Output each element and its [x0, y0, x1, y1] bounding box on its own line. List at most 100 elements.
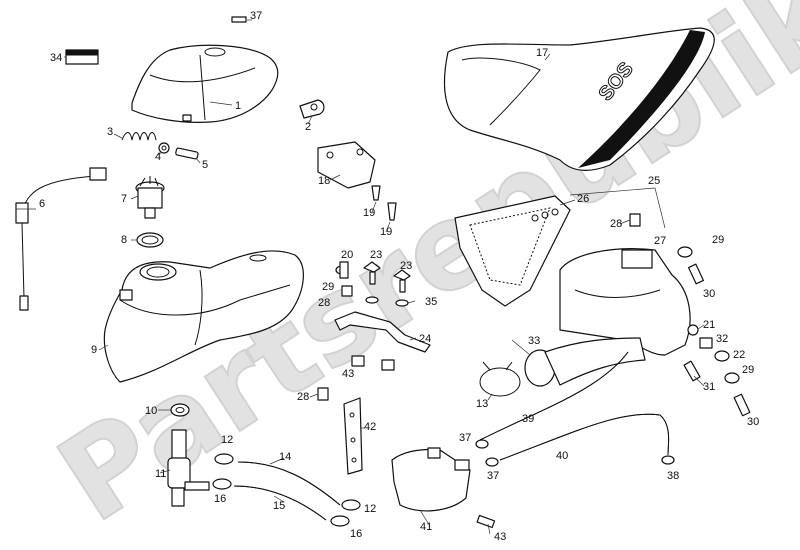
label-29c: 29 — [742, 364, 754, 376]
label-8: 8 — [121, 234, 127, 246]
label-40: 41 — [420, 521, 432, 533]
label-21: 21 — [703, 319, 715, 331]
label-24: 24 — [419, 333, 431, 345]
label-41: 42 — [364, 421, 376, 433]
cap-gasket-drawing — [136, 232, 164, 248]
washer-29a-drawing — [677, 246, 693, 258]
label-39: 40 — [556, 450, 568, 462]
label-19a: 19 — [363, 207, 375, 219]
label-34: 34 — [50, 52, 62, 64]
label-26: 26 — [577, 193, 589, 205]
bolt-30b-drawing — [733, 393, 751, 417]
label-12a: 12 — [221, 434, 233, 446]
spring-drawing — [121, 132, 157, 141]
clip-43a-drawing — [351, 355, 365, 367]
bolt-30a-drawing — [687, 263, 705, 285]
screw-19a-drawing — [371, 185, 381, 201]
label-20: 20 — [341, 249, 353, 261]
clamp-16b-drawing — [330, 515, 350, 527]
tank-cover-drawing — [131, 44, 279, 123]
seat-drawing: SOS — [443, 27, 715, 172]
label-30b: 30 — [747, 416, 759, 428]
label-16b: 16 — [350, 528, 362, 540]
leader-lines — [16, 19, 705, 535]
level-sensor-cable-drawing — [15, 167, 107, 311]
grommet-10-drawing — [170, 403, 190, 417]
washer-29c-drawing — [724, 372, 740, 384]
hose-15-drawing — [233, 485, 327, 521]
strap-41-drawing — [343, 397, 363, 475]
air-filter-element-drawing — [454, 195, 571, 307]
screw-31-drawing — [683, 360, 701, 382]
clamp-12a-drawing — [214, 453, 234, 465]
fuel-tank-drawing — [103, 250, 304, 383]
label-13: 13 — [476, 398, 488, 410]
label-11: 11 — [155, 468, 166, 480]
label-37b: 37 — [487, 470, 499, 482]
label-28b: 28 — [318, 297, 330, 309]
leader-25-27 — [569, 187, 666, 229]
grommet-21-drawing — [687, 324, 699, 336]
hose-38-drawing — [479, 351, 629, 441]
label-36: 37 — [250, 10, 262, 22]
bracket-24-drawing — [334, 311, 431, 353]
wing-screw-23a-drawing — [363, 261, 381, 285]
label-31: 31 — [703, 381, 715, 393]
valve-body-40-drawing — [391, 447, 471, 512]
clamp-16a-drawing — [212, 478, 232, 490]
fuel-tap-drawing — [167, 429, 210, 507]
clip-28c-drawing — [317, 387, 329, 401]
label-37a: 37 — [459, 432, 471, 444]
clip-36-drawing — [231, 16, 247, 23]
label-6: 6 — [39, 198, 45, 210]
label-38: 39 — [522, 413, 534, 425]
label-23b: 23 — [400, 260, 412, 272]
clamp-37b-drawing — [485, 457, 499, 467]
wing-screw-23b-drawing — [393, 269, 411, 293]
label-16a: 16 — [214, 493, 226, 505]
ring-clamp-13-drawing — [479, 361, 521, 397]
label-5: 5 — [202, 159, 208, 171]
label-19b: 19 — [380, 226, 392, 238]
label-14: 14 — [279, 451, 291, 463]
label-33: 33 — [528, 335, 540, 347]
label-28c: 28 — [297, 391, 309, 403]
label-32: 32 — [716, 333, 728, 345]
screw-19b-drawing — [387, 202, 397, 221]
screw-42-drawing — [476, 514, 496, 529]
intake-duct-drawing — [524, 337, 646, 387]
sticker-decal-drawing — [65, 49, 99, 65]
label-12b: 12 — [364, 503, 376, 515]
label-28a: 28 — [610, 218, 622, 230]
clamp-37a-drawing — [475, 439, 489, 449]
label-4: 4 — [155, 151, 161, 163]
label-27: 27 — [654, 235, 666, 247]
label-2: 2 — [305, 121, 311, 133]
pin-drawing — [175, 147, 199, 160]
label-22: 22 — [733, 349, 745, 361]
label-18: 18 — [318, 175, 330, 187]
label-25: 25 — [648, 175, 660, 187]
fuel-cap-drawing — [135, 176, 165, 219]
label-37c: 38 — [667, 470, 679, 482]
part-labels: 37 34 1 2 3 4 5 6 7 8 9 10 11 12 12 13 1… — [39, 10, 759, 543]
label-17: 17 — [536, 47, 548, 59]
label-10: 10 — [145, 405, 157, 417]
clip-28a-drawing — [629, 213, 641, 227]
plate-2-drawing — [299, 99, 325, 119]
label-29b: 29 — [322, 281, 334, 293]
label-7: 7 — [121, 193, 127, 205]
cap-22-drawing — [714, 350, 730, 362]
label-9: 9 — [91, 344, 97, 356]
seat-bracket-drawing — [317, 141, 376, 189]
label-23a: 23 — [370, 249, 382, 261]
clamp-12b-drawing — [341, 499, 361, 511]
label-30a: 30 — [703, 288, 715, 300]
label-43a: 43 — [342, 368, 354, 380]
label-42: 43 — [494, 531, 506, 543]
clip-28b-drawing — [341, 285, 353, 297]
clip-32-drawing — [699, 337, 713, 349]
washers-35-drawing — [365, 296, 409, 307]
washer-4-drawing — [158, 142, 170, 154]
label-3: 3 — [107, 126, 113, 138]
